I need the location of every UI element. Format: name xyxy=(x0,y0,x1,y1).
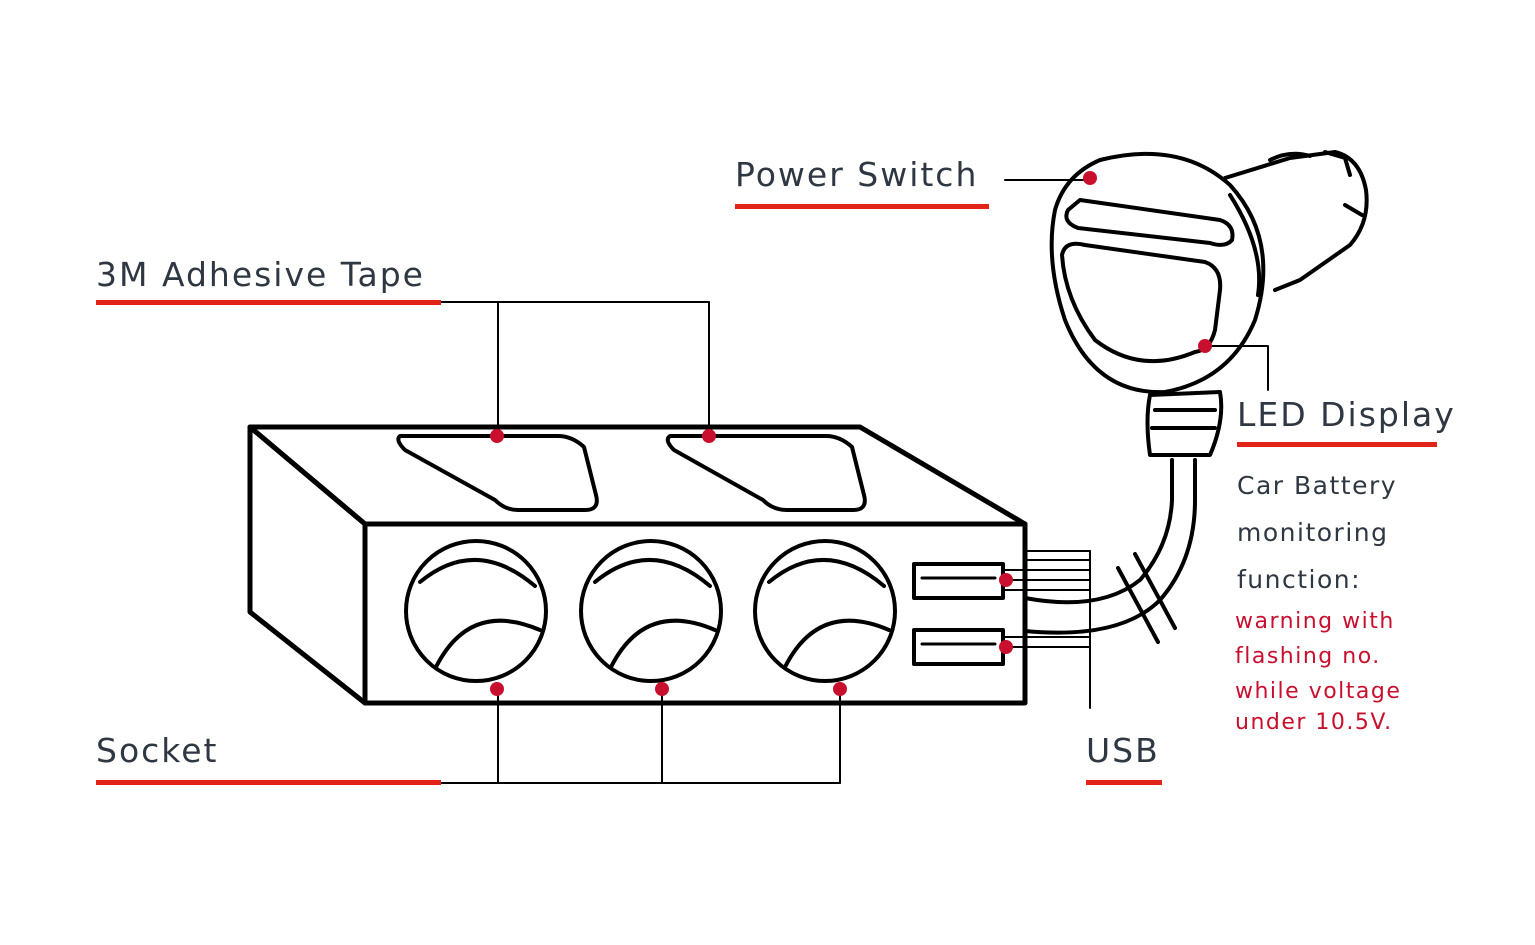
led-display-underline xyxy=(1237,442,1437,447)
warning-line-1: warning with xyxy=(1235,609,1395,634)
note-line-1: Car Battery xyxy=(1237,471,1398,500)
callout-dots xyxy=(490,171,1212,696)
warning-line-3: while voltage xyxy=(1235,679,1402,704)
socket-underline xyxy=(96,780,441,785)
note-line-3: function: xyxy=(1237,565,1362,594)
splitter-body xyxy=(247,424,1028,706)
socket-dot-1 xyxy=(490,682,504,696)
adhesive-tape-pads xyxy=(396,434,867,512)
usb-dot-2 xyxy=(999,640,1013,654)
socket-group xyxy=(404,539,897,683)
socket-1 xyxy=(404,539,548,683)
leader-lines xyxy=(439,179,1269,784)
cable xyxy=(1023,458,1197,644)
led-display-dot xyxy=(1198,339,1212,353)
tape-dot-2 xyxy=(702,429,716,443)
note-line-2: monitoring xyxy=(1237,518,1389,547)
usb-dot-1 xyxy=(999,573,1013,587)
warning-line-2: flashing no. xyxy=(1235,644,1381,669)
usb-ports xyxy=(912,562,1005,666)
power-switch-label: Power Switch xyxy=(735,155,979,194)
usb-label: USB xyxy=(1086,731,1160,770)
socket-dot-3 xyxy=(833,682,847,696)
warning-line-4: under 10.5V. xyxy=(1235,710,1393,735)
tape-dot-1 xyxy=(490,429,504,443)
usb-underline xyxy=(1086,780,1162,785)
adhesive-tape-label: 3M Adhesive Tape xyxy=(96,255,425,294)
car-plug xyxy=(1049,150,1369,457)
power-switch-dot xyxy=(1083,171,1097,185)
socket-dot-2 xyxy=(655,682,669,696)
socket-3 xyxy=(753,539,897,683)
led-display-label: LED Display xyxy=(1237,395,1456,434)
adhesive-tape-underline xyxy=(96,300,441,305)
socket-2 xyxy=(579,539,723,683)
socket-label: Socket xyxy=(96,731,219,770)
power-switch-underline xyxy=(735,204,989,209)
